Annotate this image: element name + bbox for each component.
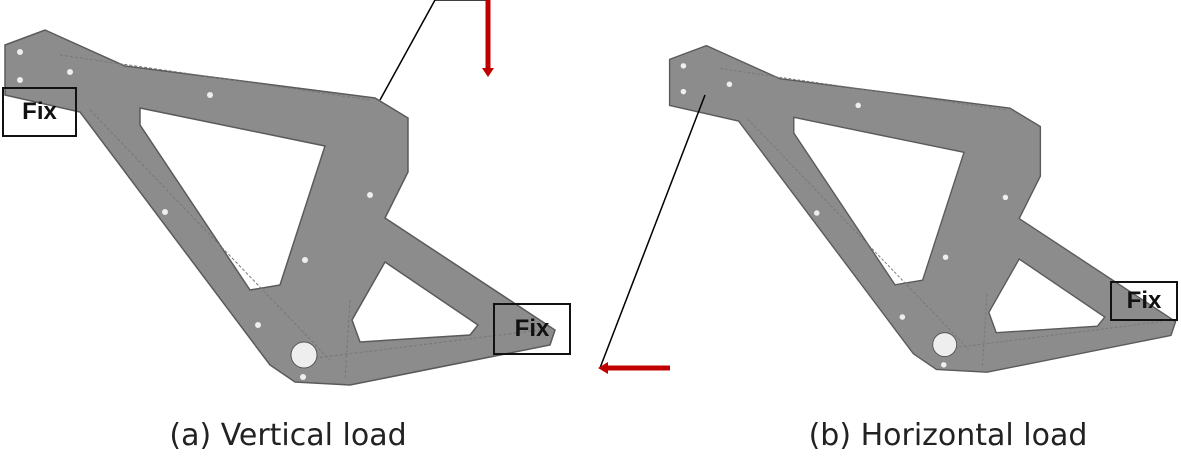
frame-horizontal-load (668, 44, 1177, 373)
arrow-head-icon (598, 362, 608, 374)
arrow-head-icon (482, 68, 494, 77)
frame-vertical-load (4, 29, 556, 386)
load-leader-line-a (379, 0, 488, 101)
fix-label-a2: Fix (493, 303, 571, 355)
load-leader-line-b (599, 94, 706, 369)
fix-label-b1: Fix (1110, 281, 1178, 321)
caption-vertical-load: (a) Vertical load (169, 418, 407, 453)
caption-horizontal-load: (b) Horizontal load (808, 418, 1088, 453)
fix-label-a1: Fix (2, 87, 77, 137)
